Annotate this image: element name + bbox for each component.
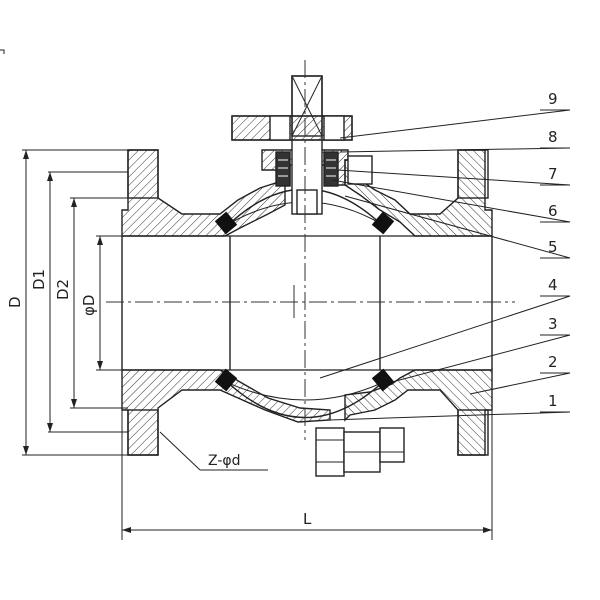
part-label-9: 9 <box>548 90 558 108</box>
seat-rings <box>214 211 395 392</box>
part-label-8: 8 <box>548 128 558 146</box>
leader-lines <box>319 109 571 421</box>
stem-assembly <box>231 75 373 215</box>
drain-plug <box>315 427 405 477</box>
center-lines <box>106 60 515 440</box>
part-label-6: 6 <box>548 202 558 220</box>
left-flange-upper <box>121 149 286 237</box>
part-label-4: 4 <box>548 276 558 294</box>
dimension-arrows <box>23 150 492 533</box>
bore-lines <box>122 235 492 371</box>
dimension-label-bolt-holes: Z-φd <box>208 453 241 469</box>
part-label-5: 5 <box>548 238 558 256</box>
dimension-label-D2: D2 <box>54 279 72 300</box>
part-label-7: 7 <box>548 165 558 183</box>
corner-mark <box>0 49 5 54</box>
dimension-label-L: L <box>303 510 312 528</box>
dimension-label-D1: D1 <box>30 269 48 290</box>
dimension-label-bore: φD <box>80 295 98 316</box>
part-label-2: 2 <box>548 353 558 371</box>
part-labels: 9 8 7 6 5 4 3 2 1 <box>548 90 558 410</box>
dimension-lines <box>22 149 493 540</box>
part-label-1: 1 <box>548 392 558 410</box>
dimension-label-D: D <box>6 296 24 308</box>
part-label-3: 3 <box>548 315 558 333</box>
packing-left <box>275 151 291 187</box>
